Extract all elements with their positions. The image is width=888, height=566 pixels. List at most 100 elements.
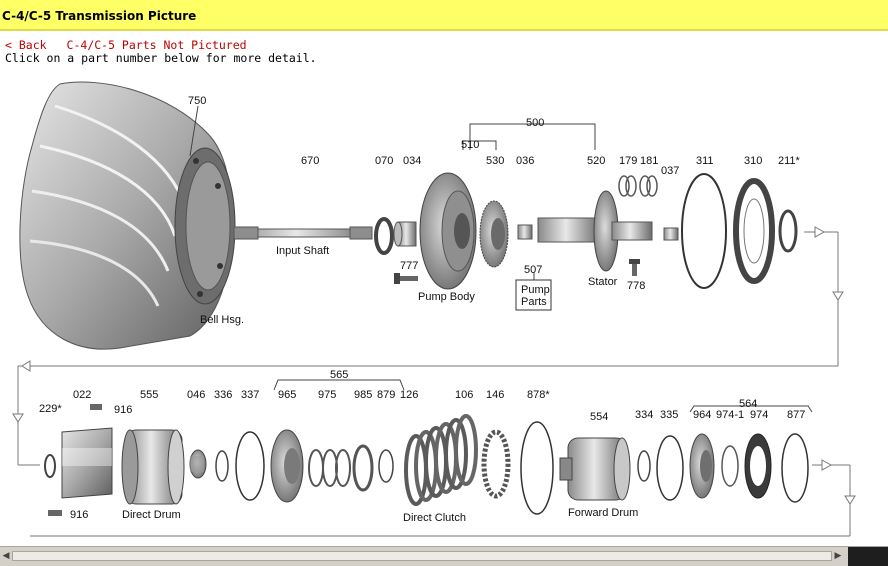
seal-rings-179-181-part [618, 175, 658, 197]
part-750[interactable]: 750 [188, 95, 206, 107]
snap-ring-879-part [378, 449, 394, 483]
scroll-thumb[interactable] [12, 551, 832, 561]
scroll-left-arrow-icon[interactable]: ◀ [2, 551, 10, 561]
part-337[interactable]: 337 [241, 389, 259, 401]
part-034[interactable]: 034 [403, 155, 421, 167]
part-879[interactable]: 879 [377, 389, 395, 401]
part-670[interactable]: 670 [301, 155, 319, 167]
seal-334-part [637, 450, 651, 482]
part-211[interactable]: 211* [778, 155, 801, 167]
part-507[interactable]: 507 [524, 264, 542, 276]
flow-arrows [12, 226, 856, 505]
part-311[interactable]: 311 [696, 155, 714, 167]
leader-lines [189, 105, 813, 413]
part-965[interactable]: 965 [278, 389, 296, 401]
part-181[interactable]: 181 [640, 155, 658, 167]
part-555[interactable]: 555 [140, 389, 158, 401]
instruction-text: Click on a part number below for more de… [5, 51, 317, 65]
part-530[interactable]: 530 [486, 155, 504, 167]
page-title: C-4/C-5 Transmission Picture [2, 9, 197, 23]
retainer-985-part [352, 444, 374, 492]
label-bell-housing: Bell Hsg. [200, 314, 244, 326]
title-bar: C-4/C-5 Transmission Picture [0, 0, 888, 31]
part-146[interactable]: 146 [486, 389, 504, 401]
input-shaft-part [233, 226, 373, 240]
horizontal-scrollbar[interactable]: ◀ ▶ [0, 546, 888, 566]
seal-336-part [215, 450, 229, 482]
part-500[interactable]: 500 [526, 117, 544, 129]
part-336[interactable]: 336 [214, 389, 232, 401]
retainer-974-part [744, 433, 772, 499]
part-126[interactable]: 126 [400, 389, 418, 401]
seal-046-part [189, 449, 207, 479]
scroll-corner [848, 547, 888, 566]
forward-drum-part [559, 437, 631, 501]
part-037[interactable]: 037 [661, 165, 679, 177]
parts-not-pictured-link[interactable]: C-4/C-5 Parts Not Pictured [66, 38, 247, 52]
part-964[interactable]: 964 [693, 409, 711, 421]
part-974-1[interactable]: 974-1 [716, 409, 744, 421]
seal-337-part [235, 431, 265, 501]
plate-146-part [481, 429, 511, 499]
part-564[interactable]: 564 [739, 398, 757, 410]
part-877[interactable]: 877 [787, 409, 805, 421]
part-975[interactable]: 975 [318, 389, 336, 401]
nav-links: < Back C-4/C-5 Parts Not Pictured [5, 38, 247, 52]
label-stator: Stator [588, 276, 618, 288]
part-974[interactable]: 974 [750, 409, 768, 421]
part-334[interactable]: 334 [635, 409, 653, 421]
part-106[interactable]: 106 [455, 389, 473, 401]
band-022-part [48, 404, 113, 516]
label-input-shaft: Input Shaft [276, 245, 329, 257]
part-985[interactable]: 985 [354, 389, 372, 401]
bushing-034-part [393, 221, 417, 247]
part-878[interactable]: 878* [527, 389, 550, 401]
part-778[interactable]: 778 [627, 280, 645, 292]
label-pump-parts-line1: Pump [521, 284, 550, 296]
snap-ring-878-part [520, 421, 554, 515]
seal-211-part [778, 209, 798, 253]
spring-975-part [308, 449, 351, 487]
part-916-bottom[interactable]: 916 [70, 509, 88, 521]
part-554[interactable]: 554 [590, 411, 608, 423]
pump-parts-box[interactable] [515, 279, 552, 311]
bell-housing-part [19, 81, 236, 350]
part-229[interactable]: 229* [39, 403, 62, 415]
pump-seal-070-part [374, 217, 394, 255]
part-916-top[interactable]: 916 [114, 404, 132, 416]
part-070[interactable]: 070 [375, 155, 393, 167]
direct-clutch-plates-part [404, 414, 478, 506]
snap-ring-877-part [781, 433, 809, 503]
label-forward-drum: Forward Drum [568, 507, 638, 519]
label-direct-drum: Direct Drum [122, 509, 181, 521]
stator-part [537, 190, 653, 272]
seal-335-part [656, 435, 684, 501]
seal-311-part [681, 173, 727, 289]
part-510[interactable]: 510 [461, 139, 479, 151]
bolt-778-part [629, 259, 640, 276]
part-036[interactable]: 036 [516, 155, 534, 167]
direct-drum-part [121, 429, 185, 505]
scroll-right-arrow-icon[interactable]: ▶ [834, 551, 842, 561]
part-310[interactable]: 310 [744, 155, 762, 167]
pump-gear-530-part [479, 200, 509, 268]
part-022[interactable]: 022 [73, 389, 91, 401]
back-link[interactable]: < Back [5, 38, 47, 52]
part-777[interactable]: 777 [400, 260, 418, 272]
piston-964-part [689, 433, 715, 499]
bushing-036-part [517, 224, 533, 240]
part-179[interactable]: 179 [619, 155, 637, 167]
part-520[interactable]: 520 [587, 155, 605, 167]
gasket-310-part [733, 178, 775, 284]
piston-965-part [270, 429, 304, 503]
pump-body-part [419, 172, 477, 290]
part-numbers: 750 670 070 034 510 500 530 036 520 179 … [39, 95, 805, 521]
seal-229-part [44, 454, 56, 478]
transmission-diagram: 750 670 070 034 510 500 530 036 520 179 … [12, 81, 856, 537]
part-335[interactable]: 335 [660, 409, 678, 421]
bushing-037-part [663, 227, 679, 241]
part-046[interactable]: 046 [187, 389, 205, 401]
spring-974-1-part [721, 445, 739, 487]
part-565[interactable]: 565 [330, 369, 348, 381]
bolt-777-part [394, 273, 418, 284]
